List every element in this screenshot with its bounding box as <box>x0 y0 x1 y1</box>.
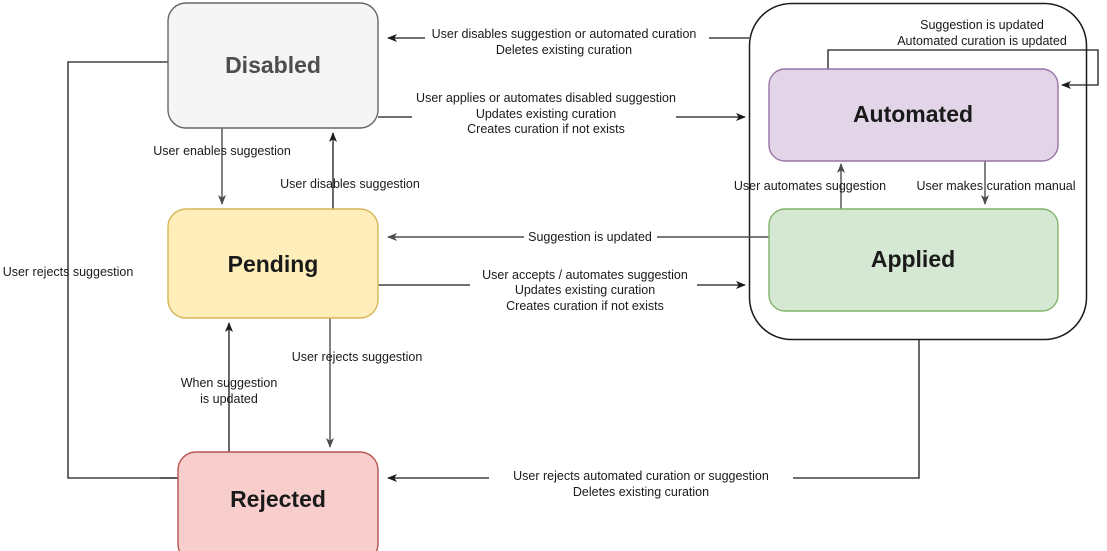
edge-label-disabled-to-automated-line2: Updates existing curation <box>476 107 616 121</box>
edge-automated-self-loop: Suggestion is updated Automated curation… <box>827 18 1099 89</box>
edge-pending-to-rejected: User rejects suggestion <box>292 318 423 448</box>
edge-label-pending-to-applied-line3: Creates curation if not exists <box>506 299 664 313</box>
edge-automated-to-disabled: User disables suggestion or automated cu… <box>387 27 749 57</box>
edge-label-rejected-to-pending-line2: is updated <box>200 392 258 406</box>
state-label-automated: Automated <box>853 101 973 127</box>
edge-label-applied-to-pending: Suggestion is updated <box>528 230 652 244</box>
edge-label-rejected-to-disabled: User rejects suggestion <box>3 265 134 279</box>
state-node-pending[interactable]: Pending <box>167 208 379 319</box>
edge-label-automated-to-applied: User makes curation manual <box>916 179 1075 193</box>
edge-label-disabled-to-pending: User enables suggestion <box>153 144 291 158</box>
edge-label-automated-to-disabled-line1: User disables suggestion or automated cu… <box>432 27 697 41</box>
state-node-disabled[interactable]: Disabled <box>167 2 379 129</box>
edge-disabled-to-automated: User applies or automates disabled sugge… <box>378 91 746 136</box>
edge-label-rejected-to-pending-line1: When suggestion <box>181 376 278 390</box>
edge-label-applied-group-to-rejected-line2: Deletes existing curation <box>573 485 709 499</box>
edge-label-pending-to-applied-line2: Updates existing curation <box>515 283 655 297</box>
state-label-pending: Pending <box>228 251 319 277</box>
state-box-automated[interactable] <box>768 68 1059 162</box>
edge-disabled-to-pending: User enables suggestion <box>153 128 291 205</box>
edge-rejected-to-disabled: User rejects suggestion <box>3 61 187 482</box>
edge-label-disabled-to-automated-line1: User applies or automates disabled sugge… <box>416 91 676 105</box>
state-box-applied[interactable] <box>768 208 1059 312</box>
edge-label-pending-to-applied-line1: User accepts / automates suggestion <box>482 268 688 282</box>
state-node-applied[interactable]: Applied <box>768 208 1059 312</box>
edge-label-automated-self-loop-line2: Automated curation is updated <box>897 34 1067 48</box>
state-label-applied: Applied <box>871 246 955 272</box>
edge-label-disabled-to-automated-line3: Creates curation if not exists <box>467 122 625 136</box>
edge-label-applied-group-to-rejected-line1: User rejects automated curation or sugge… <box>513 469 769 483</box>
state-label-disabled: Disabled <box>225 52 321 78</box>
edge-automated-to-applied: User makes curation manual <box>916 161 1076 205</box>
edge-label-automated-to-disabled-line2: Deletes existing curation <box>496 43 632 57</box>
edge-applied-group-to-rejected: User rejects automated curation or sugge… <box>387 340 920 499</box>
edge-applied-to-automated: User automates suggestion <box>734 163 886 209</box>
state-node-automated[interactable]: Automated <box>768 68 1059 162</box>
edge-label-automated-self-loop-line1: Suggestion is updated <box>920 18 1044 32</box>
state-label-rejected: Rejected <box>230 486 326 512</box>
edge-label-pending-to-rejected: User rejects suggestion <box>292 350 423 364</box>
state-box-disabled[interactable] <box>167 2 379 129</box>
edge-applied-to-pending: Suggestion is updated <box>387 230 769 244</box>
state-box-pending[interactable] <box>167 208 379 319</box>
edge-label-pending-to-disabled: User disables suggestion <box>280 177 420 191</box>
edge-pending-to-disabled: User disables suggestion <box>280 132 420 209</box>
state-node-rejected[interactable]: Rejected <box>177 451 379 551</box>
edge-rejected-to-pending: When suggestion is updated <box>181 322 278 452</box>
edge-label-applied-to-automated: User automates suggestion <box>734 179 886 193</box>
state-box-rejected[interactable] <box>177 451 379 551</box>
curated-group-container <box>748 2 1088 341</box>
edge-pending-to-applied: User accepts / automates suggestion Upda… <box>378 268 746 313</box>
